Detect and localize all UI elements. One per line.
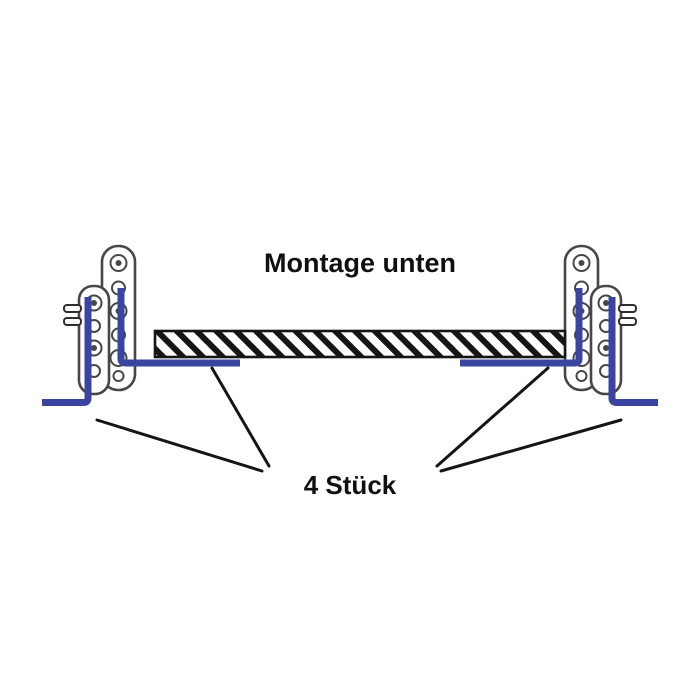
hatched-panel [153, 329, 567, 359]
leader-line-right-outer [439, 418, 623, 473]
bracket-left-foot [42, 297, 92, 406]
leader-line-left-outer [95, 418, 264, 473]
quantity-label: 4 Stück [304, 470, 397, 500]
leader-line-right-inner [435, 366, 550, 468]
leader-line-left-inner [210, 366, 271, 468]
bracket-right-foot [608, 297, 658, 406]
leader-lines [95, 366, 623, 473]
bracket-right-panel [460, 288, 583, 367]
bracket-left-panel [117, 288, 240, 367]
mounting-brackets [42, 288, 658, 406]
diagram-title: Montage unten [264, 248, 456, 278]
